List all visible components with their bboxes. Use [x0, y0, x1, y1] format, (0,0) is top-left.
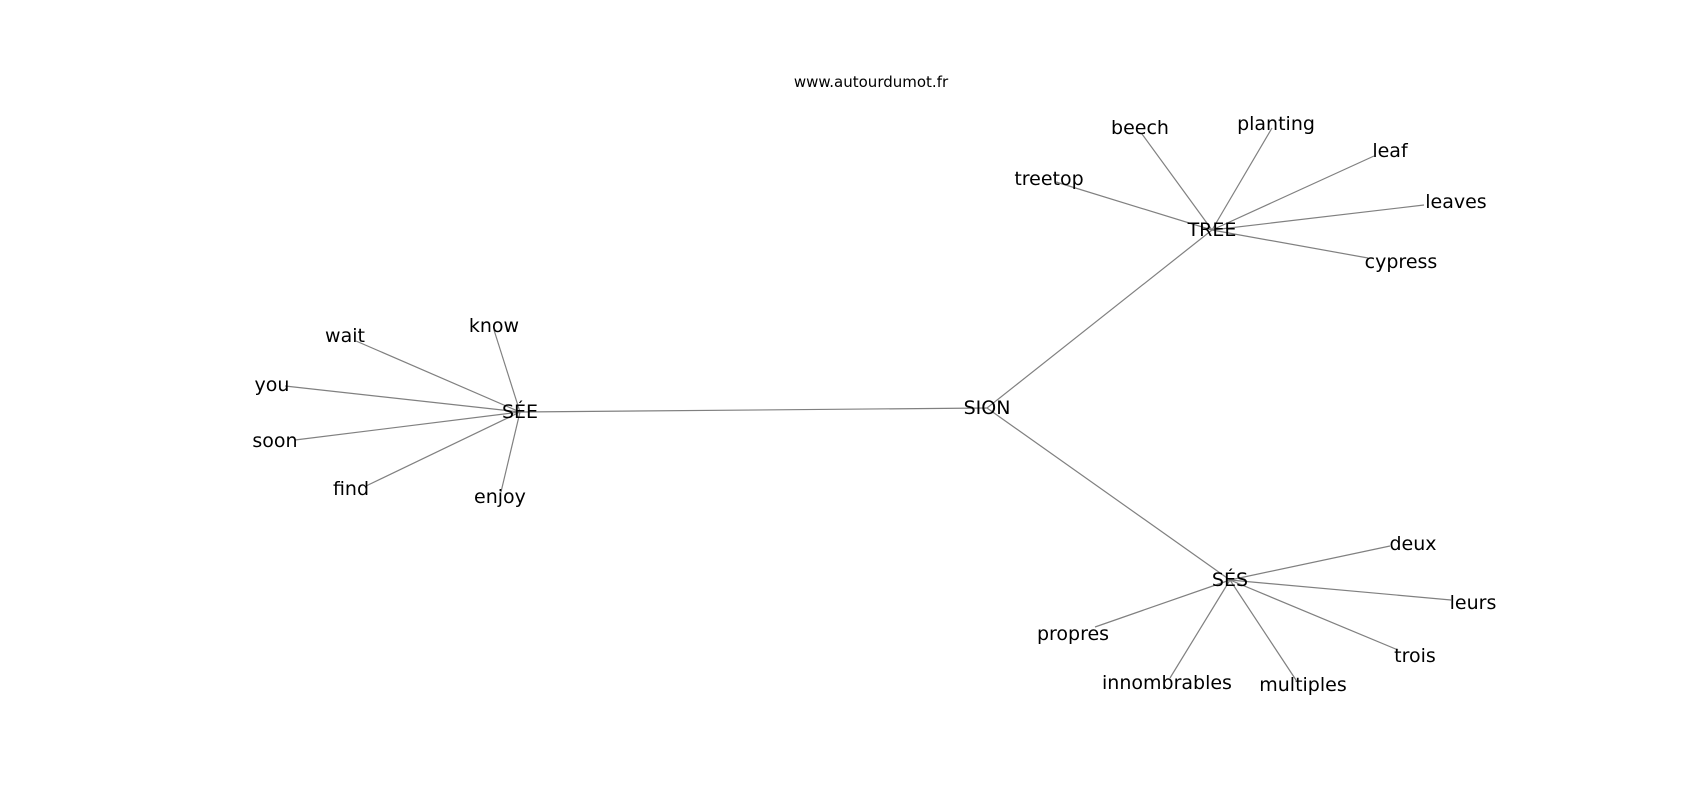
edge-tree-planting — [1211, 127, 1273, 231]
node-leaf-you: you — [255, 374, 290, 396]
edge-ses-deux — [1229, 545, 1391, 581]
node-leaf-find: find — [333, 478, 369, 500]
node-leaf-leaf: leaf — [1372, 140, 1409, 162]
edge-ses-trois — [1229, 579, 1399, 651]
edge-see-soon — [294, 411, 521, 441]
edge-see-enjoy — [500, 411, 521, 493]
node-leaf-innombrables: innombrables — [1102, 672, 1232, 694]
node-leaf-beech: beech — [1111, 117, 1169, 139]
edge-center-hub-tree — [986, 229, 1213, 409]
edge-tree-beech — [1141, 133, 1213, 231]
node-leaf-soon: soon — [252, 430, 297, 452]
node-leaf-leaves: leaves — [1425, 191, 1486, 213]
watermark-text: www.autourdumot.fr — [794, 73, 949, 91]
edge-see-you — [284, 385, 521, 413]
graph-edges — [284, 127, 1452, 681]
node-leaf-deux: deux — [1389, 533, 1436, 555]
edge-see-find — [365, 411, 521, 487]
node-leaf-know: know — [469, 315, 519, 337]
node-leaf-cypress: cypress — [1365, 251, 1438, 273]
edge-ses-leurs — [1229, 579, 1452, 601]
edge-tree-cypress — [1211, 229, 1369, 259]
node-hub-ses: SÉS — [1212, 568, 1248, 591]
node-leaf-wait: wait — [325, 325, 365, 347]
node-center: SION — [964, 397, 1011, 419]
edge-tree-treetop — [1055, 181, 1213, 231]
node-leaf-treetop: treetop — [1014, 168, 1083, 190]
edge-see-wait — [355, 340, 521, 413]
edge-ses-propres — [1094, 579, 1231, 628]
node-leaf-leurs: leurs — [1450, 592, 1497, 614]
edge-center-hub-ses — [986, 407, 1231, 581]
node-leaf-planting: planting — [1237, 113, 1315, 135]
edge-tree-leaf — [1211, 155, 1375, 231]
node-leaf-enjoy: enjoy — [474, 486, 526, 508]
edge-ses-innombrables — [1169, 579, 1231, 679]
edge-ses-multiples — [1229, 579, 1297, 681]
edge-tree-leaves — [1211, 204, 1425, 231]
edge-center-hub-see — [519, 407, 988, 413]
node-leaf-trois: trois — [1394, 645, 1436, 667]
graph-labels: SION SÉE TREE SÉS know wait you soon fin… — [252, 113, 1496, 696]
node-leaf-multiples: multiples — [1259, 674, 1347, 696]
node-hub-see: SÉE — [502, 400, 538, 423]
node-leaf-propres: propres — [1037, 623, 1109, 645]
node-hub-tree: TREE — [1187, 219, 1237, 241]
edge-see-know — [493, 329, 521, 413]
